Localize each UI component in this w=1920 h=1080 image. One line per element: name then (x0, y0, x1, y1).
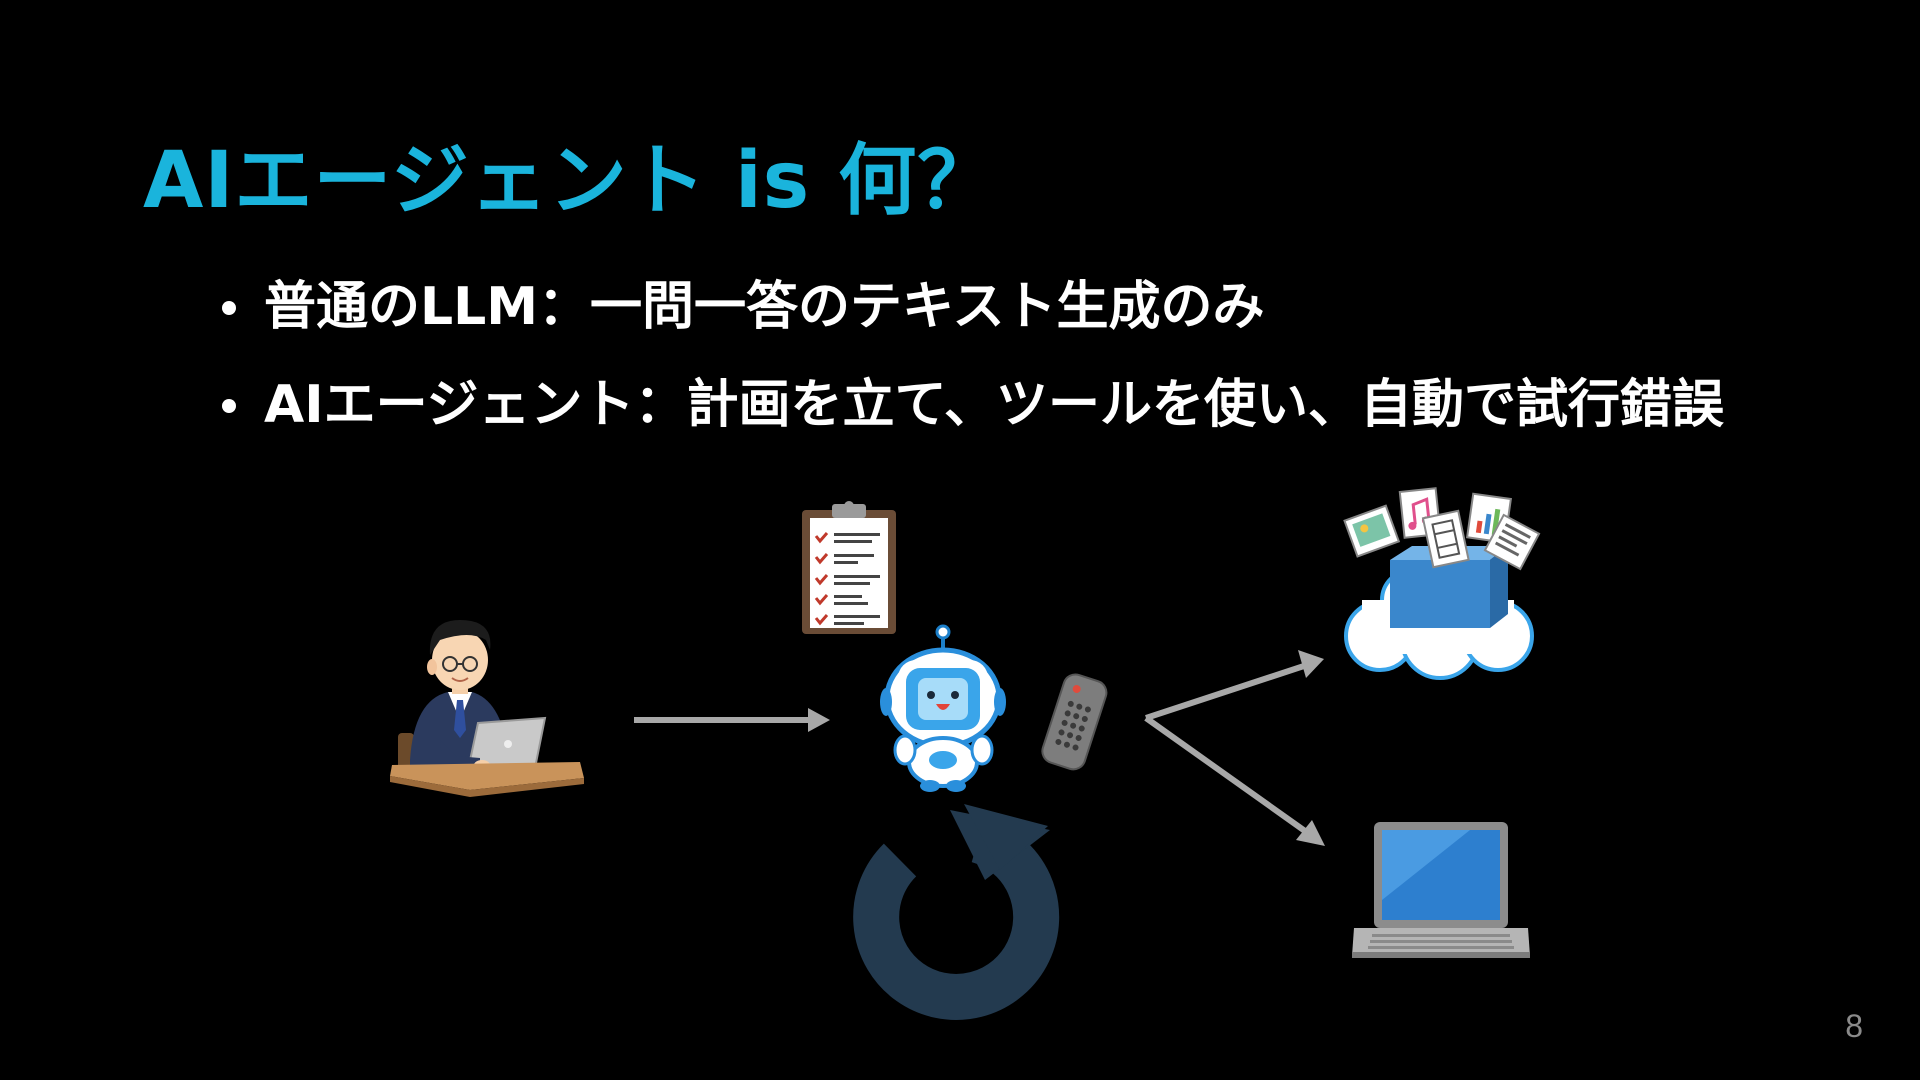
office-worker-laptop-icon (390, 620, 584, 797)
branch-arrows (1144, 650, 1325, 846)
bullet-text: 普通のLLM：一問一答のテキスト生成のみ (264, 277, 1265, 337)
checklist-clipboard-icon (802, 501, 896, 634)
slide-title: AIエージェント is 何？ (143, 136, 997, 226)
remote-control-icon (1041, 673, 1108, 771)
bullet-item: 普通のLLM：一問一答のテキスト生成のみ (218, 275, 1724, 373)
bullet-dot (222, 301, 236, 315)
page-number: 8 (1845, 1008, 1863, 1044)
bullet-dot (222, 399, 236, 413)
bullet-text: AIエージェント：計画を立て、ツールを使い、自動で試行錯誤 (264, 375, 1724, 435)
robot-icon (880, 624, 1006, 792)
cloud-storage-files-icon (1343, 487, 1541, 680)
bullet-list: 普通のLLM：一問一答のテキスト生成のみ AIエージェント：計画を立て、ツールを… (218, 275, 1724, 471)
laptop-icon (1352, 822, 1530, 958)
retry-circular-arrow-icon (853, 804, 1060, 1020)
bullet-item: AIエージェント：計画を立て、ツールを使い、自動で試行錯誤 (218, 373, 1724, 471)
